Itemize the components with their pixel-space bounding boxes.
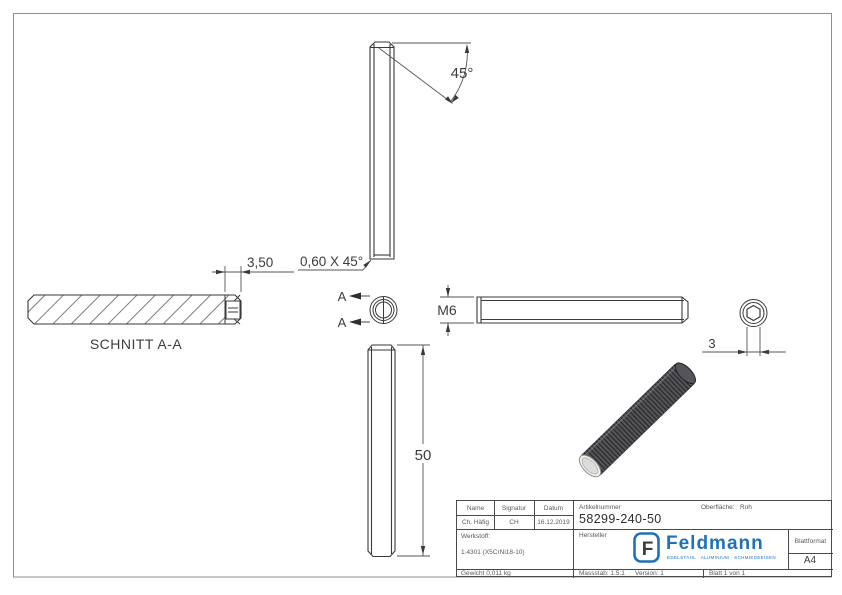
tb-divider [703, 569, 704, 578]
feldmann-logo-mark: F [633, 532, 660, 563]
tb-manufacturer-label: Hersteller [579, 532, 607, 539]
tb-format-label: Blattformat [794, 537, 827, 545]
length-label: 50 [415, 447, 432, 464]
tb-surface-value: Roh [740, 504, 752, 511]
render-3d-threaded-pin [578, 362, 697, 478]
dim-socket-depth: 3,50 [212, 255, 294, 292]
view-section-aa: SCHNITT A-A [27, 294, 242, 352]
tb-name-value: Ch. Häfig [461, 518, 490, 526]
tb-sheet: Blatt 1 von 1 [709, 570, 746, 577]
socket-depth-label: 3,50 [247, 255, 273, 270]
feldmann-logo-monogram: F [642, 539, 654, 560]
dim-thread: M6 [437, 285, 474, 336]
sheet-frame [13, 13, 832, 578]
tb-date-label: Datum [543, 504, 564, 512]
section-arrow-label-bottom: A [338, 315, 347, 330]
view-cut-direction: A A [338, 289, 398, 330]
section-title: SCHNITT A-A [90, 336, 183, 352]
tb-date-value: 16.12.2019 [537, 518, 570, 526]
tb-divider [457, 515, 573, 516]
tb-format-value: A4 [803, 555, 817, 566]
view-end-hex [739, 299, 768, 327]
tb-scale: Massstab: 1.5:1 [579, 570, 625, 577]
tb-weight: Gewicht 0,011 kg [461, 570, 511, 577]
feldmann-wordmark: Feldmann [666, 533, 764, 554]
tb-material-label: Werkstoff: [461, 533, 491, 540]
tb-divider [788, 553, 833, 554]
tb-divider [457, 529, 833, 530]
chamfer-callout-label: 0,60 X 45° [300, 254, 363, 269]
section-arrow-label-top: A [338, 289, 347, 304]
feldmann-logo: F Feldmann EDELSTAHL · ALUMINIUM · SCHMI… [633, 532, 833, 566]
tb-name-label: Name [466, 504, 485, 512]
angle-dimension-label: 45° [451, 65, 474, 82]
view-length [367, 344, 396, 558]
tb-divider [573, 501, 574, 578]
view-top-chamfer [369, 41, 395, 260]
tb-surface-label: Oberfläche: [701, 504, 735, 511]
tb-signature-label: Signatur [501, 504, 527, 512]
dim-45deg: 45° [378, 42, 474, 104]
tb-divider [788, 529, 789, 569]
thread-label: M6 [437, 302, 457, 318]
title-block: Name Signatur Datum Ch. Häfig CH 16.12.2… [456, 500, 833, 578]
tb-version: Version: 1 [635, 570, 664, 577]
tb-divider [457, 569, 833, 570]
tb-signature-value: CH [509, 518, 519, 526]
tb-article-label: Artikelnummer [579, 504, 621, 511]
tb-material-value: 1.4301 (X5CrNi18-10) [461, 549, 525, 556]
hex-width-label: 3 [708, 336, 715, 351]
dim-length: 50 [397, 344, 432, 557]
feldmann-tagline: EDELSTAHL · ALUMINIUM · SCHMIEDEEISEN [667, 555, 776, 560]
tb-article-number: 58299-240-50 [579, 512, 662, 526]
dim-hex-width: 3 [702, 327, 786, 356]
view-side [476, 296, 689, 324]
callout-chamfer: 0,60 X 45° [298, 254, 372, 271]
